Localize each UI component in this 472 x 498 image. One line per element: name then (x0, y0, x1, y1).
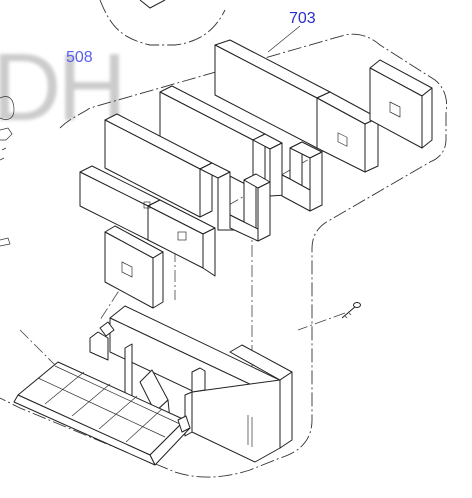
foam-block-top (214, 39, 379, 173)
foam-block-lower (104, 113, 271, 242)
tray-housing (13, 305, 293, 466)
foam-end-cap-right (369, 59, 433, 149)
adjacent-part-fragment (99, 0, 226, 46)
screw (341, 302, 361, 319)
callout-703: 703 (289, 10, 316, 27)
foam-end-cap-left (104, 225, 164, 309)
assembly-boundary (0, 33, 447, 478)
callout-leader-703 (267, 25, 301, 53)
callout-508: 508 (66, 49, 93, 66)
foam-block-middle (159, 85, 323, 212)
left-mechanism-fragment (0, 96, 15, 247)
foam-block-bottom (79, 165, 216, 277)
